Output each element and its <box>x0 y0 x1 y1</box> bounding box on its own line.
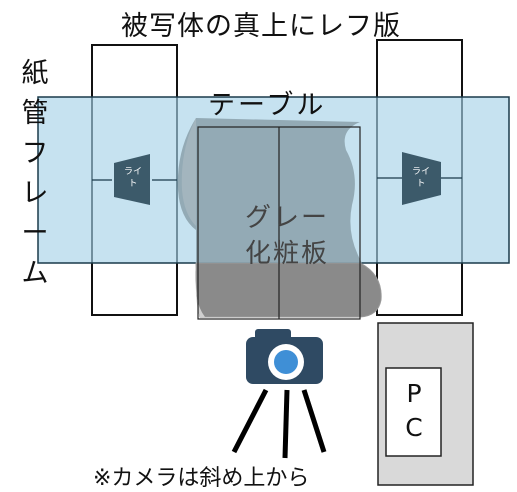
pc-label: P C <box>388 377 440 445</box>
frame-label-char: 紙 <box>21 58 49 89</box>
light-label-right: ライ ト <box>406 166 436 190</box>
light-label-text: ライ <box>123 167 142 177</box>
frame-label-char: フ <box>21 138 49 169</box>
frame-label-char: レ <box>21 178 49 209</box>
light-icon <box>402 152 441 205</box>
light-label-left: ライ ト <box>118 166 148 190</box>
gray-board-bottom <box>195 262 382 318</box>
diagram-title: 被写体の真上にレフ版 <box>121 11 401 42</box>
gray-board-label-line2: 化粧板 <box>245 239 330 269</box>
frame-label-char: 管 <box>21 98 49 129</box>
frame-label: 紙 管 フ レ ー ム <box>18 54 52 294</box>
gray-board-highlight <box>181 118 196 226</box>
light-label-text: ト <box>416 179 426 189</box>
frame-label-char: ー <box>21 218 49 249</box>
tripod-icon <box>231 388 327 459</box>
camera-icon <box>246 329 323 384</box>
camera-note: ※カメラは斜め上から <box>93 466 310 491</box>
light-label-text: ライ <box>411 167 430 177</box>
pc-label-char: C <box>405 413 423 442</box>
table-label: テーブル <box>208 90 327 121</box>
frame-label-char: ム <box>21 258 49 289</box>
pc-monitor <box>385 367 442 457</box>
gray-board-label-line1: グレー <box>245 203 330 233</box>
light-label-text: ト <box>128 179 138 189</box>
gray-board <box>177 118 362 263</box>
pc-label-char: P <box>406 379 422 408</box>
light-icon <box>114 154 150 205</box>
